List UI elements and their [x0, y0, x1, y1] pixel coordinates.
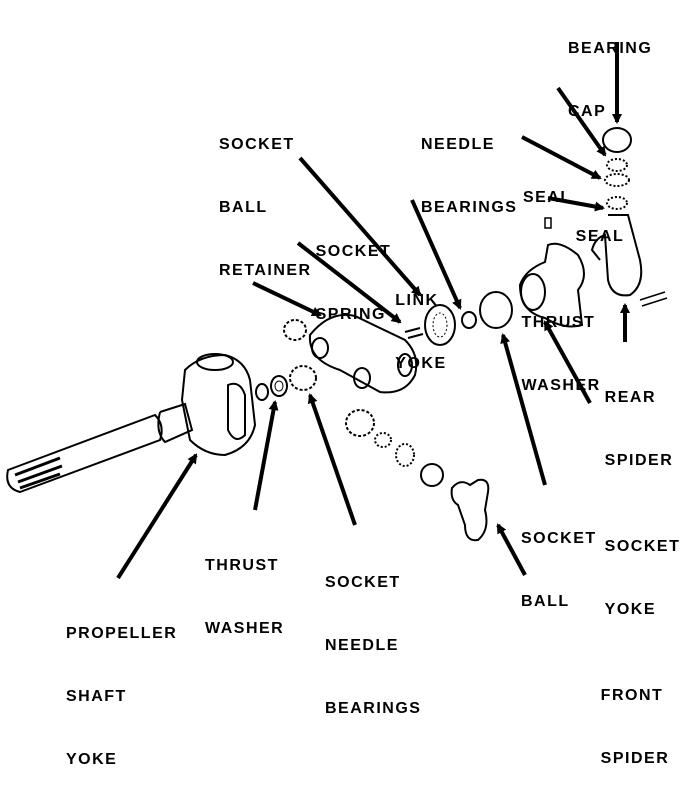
label-line: WASHER — [521, 377, 601, 394]
label-line: BALL — [521, 593, 570, 610]
label-socket-yoke: SOCKET YOKE — [605, 494, 681, 641]
arrow-seal-top — [556, 86, 607, 157]
label-line: YOKE — [604, 601, 657, 618]
arrow-socket-yoke — [543, 320, 592, 404]
label-line: BEARINGS — [421, 199, 518, 216]
label-socket-ball-retainer: SOCKET BALL RETAINER — [219, 92, 312, 302]
label-line: SOCKET — [521, 530, 597, 547]
arrow-socket-ball — [500, 333, 547, 486]
label-line: SEAL — [522, 189, 572, 206]
socket-needle-bearings-part — [283, 319, 317, 391]
socket-yoke-part — [518, 217, 585, 328]
label-socket-ball: SOCKET BALL — [521, 486, 597, 633]
leader-arrows — [116, 42, 630, 580]
label-line: LINK — [395, 292, 439, 309]
label-thrust-washer-top: THRUST WASHER — [521, 270, 600, 417]
label-line: THRUST — [521, 314, 596, 331]
label-line: SEAL — [575, 228, 625, 245]
rear-spider-part — [590, 127, 668, 307]
socket-spring-part — [404, 327, 424, 339]
label-line: SOCKET — [219, 136, 295, 153]
link-yoke-part — [308, 313, 418, 394]
propeller-shaft-yoke-part — [6, 353, 269, 494]
label-needle-bearings: NEEDLE BEARINGS — [421, 92, 517, 239]
arrow-front-spider — [496, 523, 527, 576]
label-line: WASHER — [205, 620, 285, 637]
label-line: SPIDER — [600, 750, 670, 767]
label-line: NEEDLE — [421, 136, 495, 153]
thrust-washer-top-part — [461, 311, 477, 329]
arrow-socket-spring — [296, 241, 402, 324]
label-line: SHAFT — [66, 688, 127, 705]
label-line: SPIDER — [604, 452, 674, 469]
arrow-needle-bearings — [521, 135, 602, 180]
socket-ball-retainer-part — [424, 304, 456, 346]
label-line: PROPELLER — [66, 625, 178, 642]
label-line: SPRING — [315, 306, 386, 323]
front-spider-part — [450, 478, 490, 542]
label-line: YOKE — [395, 355, 447, 372]
label-line: REAR — [604, 389, 657, 406]
label-line: SOCKET — [315, 243, 392, 260]
label-socket-spring: SOCKET SPRING — [316, 199, 392, 346]
label-line: CAP — [568, 103, 607, 120]
label-line: SOCKET — [325, 574, 401, 591]
label-line: BEARING — [568, 40, 653, 57]
arrow-thrust-washer-top — [410, 199, 462, 310]
label-front-spider: FRONT SPIDER — [601, 643, 670, 790]
exploded-view-drawing — [6, 42, 668, 580]
label-line: YOKE — [66, 751, 118, 768]
arrow-socket-needle-bearings — [307, 393, 357, 526]
label-line: THRUST — [205, 557, 279, 574]
socket-ball-part — [479, 291, 513, 329]
label-line: BALL — [219, 199, 268, 216]
label-seal-top: SEAL — [523, 145, 572, 229]
label-line: SOCKET — [604, 538, 681, 555]
label-socket-needle-bearings: SOCKET NEEDLE BEARINGS — [325, 530, 421, 740]
label-bearing-cap: BEARING CAP — [568, 0, 652, 143]
label-seal-lower: SEAL — [576, 184, 625, 268]
exploded-small-parts — [345, 409, 444, 487]
label-line: RETAINER — [219, 262, 312, 279]
arrow-socket-ball-retainer — [298, 156, 422, 297]
label-propeller-shaft-yoke: PROPELLER SHAFT YOKE — [66, 581, 177, 791]
arrow-link-yoke — [252, 281, 322, 317]
label-thrust-washer-bottom: THRUST WASHER — [205, 513, 284, 660]
thrust-washer-bottom-part — [270, 375, 288, 397]
label-rear-spider: REAR SPIDER — [605, 345, 674, 492]
label-line: BEARINGS — [325, 700, 422, 717]
arrow-seal-lower — [547, 196, 605, 212]
label-link-yoke: LINK YOKE — [395, 248, 446, 395]
arrow-propeller-shaft-yoke — [116, 453, 198, 580]
arrow-thrust-washer-bottom — [253, 400, 279, 511]
label-line: FRONT — [600, 687, 664, 704]
